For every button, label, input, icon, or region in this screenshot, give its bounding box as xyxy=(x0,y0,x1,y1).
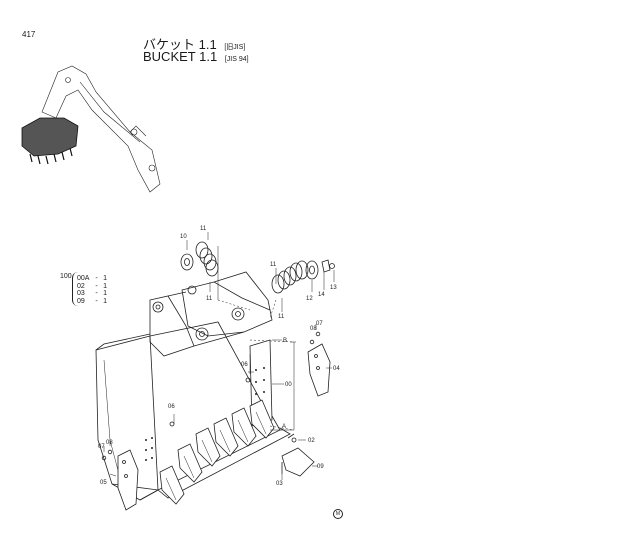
callout-08: 08 xyxy=(310,326,317,332)
callout-14: 14 xyxy=(318,292,325,298)
callout-11: 11 xyxy=(270,262,277,268)
assembly-item-qty: 1 xyxy=(103,290,107,298)
dash: - xyxy=(95,290,98,298)
pin-02-03 xyxy=(281,433,297,474)
callout-11: 11 xyxy=(206,296,213,302)
callout-04: 04 xyxy=(333,366,340,372)
assembly-group-code: 100 xyxy=(60,273,72,280)
tooth-adapter-09 xyxy=(281,447,315,477)
page-number: 417 xyxy=(22,30,36,39)
assembly-item-qty: 1 xyxy=(103,297,107,305)
dash: - xyxy=(95,297,98,305)
assembly-item-qty: 1 xyxy=(103,282,107,290)
assembly-item-qty: 1 xyxy=(103,275,107,282)
side-plate xyxy=(145,339,273,461)
dash: - xyxy=(95,282,98,290)
assembly-row: 02 -1 xyxy=(77,283,107,291)
callout-A: A xyxy=(282,424,286,430)
dash: - xyxy=(95,275,98,282)
assembly-group-list: 00A-1 02-1 03-1 09-1 xyxy=(77,275,107,305)
callout-06: 06 xyxy=(168,404,175,410)
callout-05: 05 xyxy=(100,480,107,486)
callout-02: 02 xyxy=(308,438,315,444)
callout-07: 07 xyxy=(98,444,105,450)
callout-00: 00 xyxy=(285,382,292,388)
assembly-row: 00A-1 xyxy=(77,275,107,283)
side-cutter-05 xyxy=(117,449,139,511)
callout-09: 09 xyxy=(317,464,324,470)
title-english-standard: [JIS 94] xyxy=(224,56,249,63)
callout-B: B xyxy=(283,338,287,344)
callout-10: 10 xyxy=(180,234,187,240)
bolt-13-14 xyxy=(321,259,335,273)
dashed-guides xyxy=(217,299,295,431)
bucket-teeth xyxy=(159,399,275,505)
assembly-item-code: 03 xyxy=(77,290,85,298)
assembly-brace xyxy=(72,272,79,306)
callout-11: 11 xyxy=(278,314,285,320)
callout-08: 08 xyxy=(106,440,113,446)
assembly-row: 09 -1 xyxy=(77,298,107,306)
side-cutter-04 xyxy=(307,343,331,397)
shims-11-left xyxy=(195,241,219,277)
callout-06: 06 xyxy=(241,362,248,368)
excavator-thumbnail xyxy=(41,65,161,193)
thumbnail-bucket xyxy=(21,117,79,165)
callout-07: 07 xyxy=(316,321,323,327)
callout-11: 11 xyxy=(200,226,207,232)
washer-12 xyxy=(305,260,319,280)
pin-washer-10 xyxy=(180,253,194,271)
title-japanese: バケット 1.1 [旧JIS] xyxy=(143,34,245,53)
assembly-item-code: 00A xyxy=(77,275,90,282)
page-mark: M xyxy=(333,509,343,519)
shims-11-right xyxy=(271,260,309,294)
assembly-item-code: 02 xyxy=(77,282,85,290)
bucket-ears xyxy=(149,271,273,357)
assembly-row: 03 -1 xyxy=(77,290,107,298)
title-japanese-text: バケット 1.1 xyxy=(143,37,217,52)
title-english: BUCKET 1.1 [JIS 94] xyxy=(143,49,249,64)
callout-12: 12 xyxy=(306,296,313,302)
callout-03: 03 xyxy=(276,481,283,487)
small-bolts xyxy=(101,331,321,461)
title-english-text: BUCKET 1.1 xyxy=(143,49,218,64)
title-japanese-standard: [旧JIS] xyxy=(224,44,246,51)
callout-13: 13 xyxy=(330,285,337,291)
assembly-item-code: 09 xyxy=(77,297,85,305)
callout-labels: 10 11 11 11 11 12 13 14 B 08 07 04 06 00… xyxy=(98,226,340,487)
